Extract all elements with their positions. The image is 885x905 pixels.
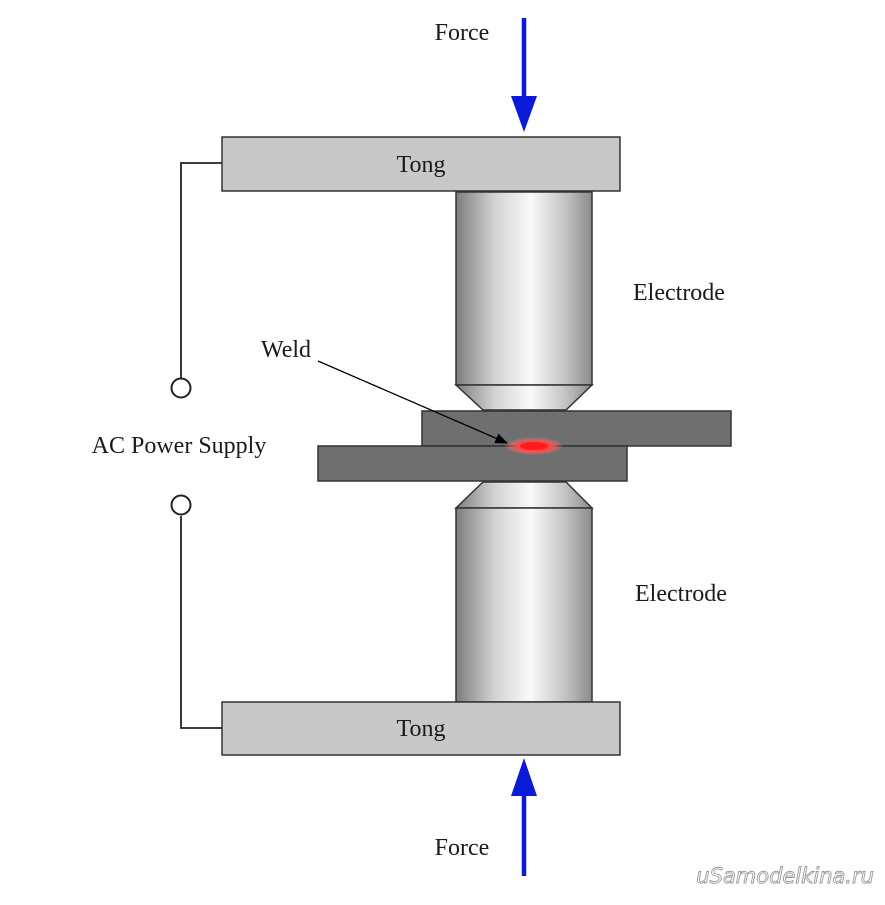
force-bottom-label: Force (435, 835, 490, 861)
power-supply-label: AC Power Supply (92, 433, 267, 459)
sheet-lower (317, 445, 628, 482)
weld-spot-core (520, 442, 548, 450)
tong-bottom (221, 701, 621, 756)
watermark: uSamodelkina.ru (696, 864, 874, 888)
terminal-bottom-icon (170, 494, 192, 516)
electrode-top (454, 191, 594, 411)
sheet-upper (421, 410, 732, 447)
weld-pointer-arrow (317, 360, 509, 444)
electrode-bottom (454, 481, 594, 703)
tong-top-label: Tong (397, 152, 446, 178)
tong-top (221, 136, 621, 192)
wire-bottom (180, 516, 222, 729)
force-arrow-down-icon (511, 18, 537, 132)
electrode-top-label: Electrode (633, 280, 725, 306)
force-top-label: Force (435, 20, 490, 46)
electrode-bottom-label: Electrode (635, 581, 727, 607)
terminal-top-icon (170, 377, 192, 399)
force-arrow-up-icon (511, 758, 537, 876)
wire-top (180, 162, 222, 378)
tong-bottom-label: Tong (397, 716, 446, 742)
weld-label: Weld (261, 337, 311, 363)
